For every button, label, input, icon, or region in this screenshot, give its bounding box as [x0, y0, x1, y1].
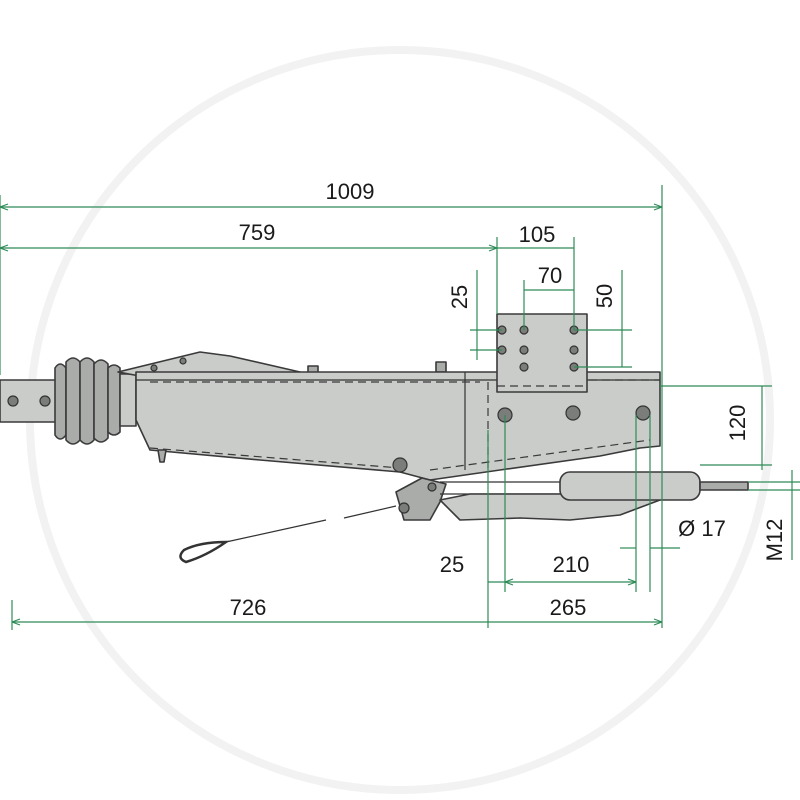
lever-pin: [398, 502, 410, 514]
brake-cable-2: [343, 505, 397, 519]
dim-overall-length: 1009: [326, 179, 375, 204]
dim-hole-spacing-h: 70: [538, 263, 562, 288]
damper-cylinder: [559, 471, 701, 501]
dim-hole-spacing-v-small: 25: [447, 285, 472, 309]
dim-rod-length: 210: [553, 552, 590, 577]
dim-height: 120: [725, 405, 750, 442]
top-bracket-bolt: [179, 357, 187, 365]
dim-coupling-to-plate: 759: [239, 220, 276, 245]
draw-bar-hole-1: [7, 395, 19, 407]
dimension-labels: 1009 759 105 70 25 50 120 M12 25 210 Ø 1…: [230, 179, 787, 620]
top-bracket-bolt-2: [150, 364, 158, 372]
bellows: [54, 357, 137, 445]
dim-thread: M12: [762, 519, 787, 562]
dim-front-section: 726: [230, 595, 267, 620]
plate-hole-5: [519, 345, 529, 355]
dimension-lines: [0, 185, 800, 630]
dim-plate-width: 105: [519, 222, 556, 247]
coupling-body: [0, 313, 749, 564]
lever-pivot: [392, 457, 408, 473]
lever-arm: [395, 477, 447, 521]
housing-hole-3: [635, 405, 651, 421]
dim-offset-small: 25: [440, 552, 464, 577]
top-nut-2: [435, 361, 447, 373]
housing-hole-2: [565, 405, 581, 421]
damper-rod: [699, 481, 749, 491]
dim-hole-spacing-v: 50: [592, 284, 617, 308]
lever-pin-2: [427, 482, 437, 492]
dim-rear-section: 265: [550, 595, 587, 620]
cable-loop: [179, 540, 230, 564]
plate-hole-7: [519, 362, 529, 372]
brake-cable: [225, 519, 327, 543]
dim-hole-diameter: Ø 17: [678, 516, 726, 541]
main-housing: [135, 371, 661, 481]
grease-nipple: [157, 449, 167, 463]
draw-bar-hole-2: [39, 395, 51, 407]
plate-hole-6: [569, 345, 579, 355]
